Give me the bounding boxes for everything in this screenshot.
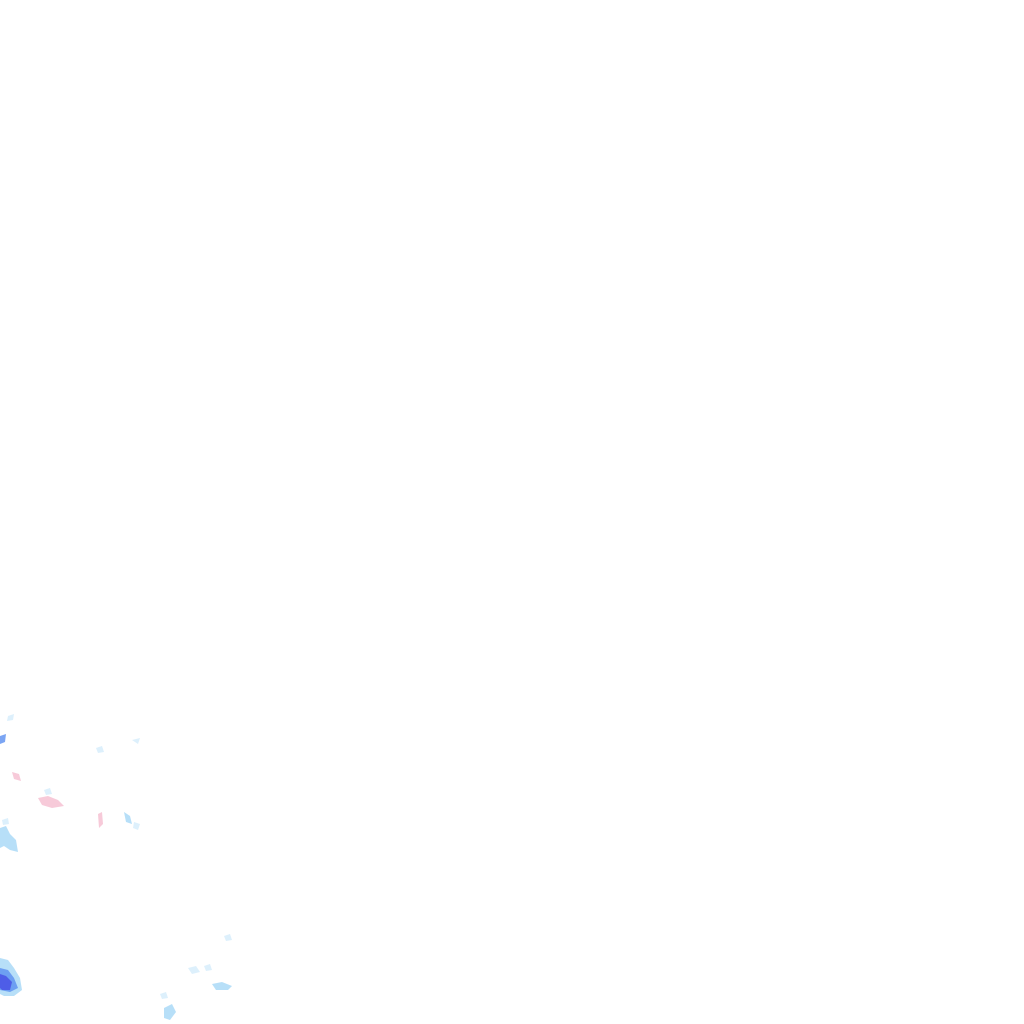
precip-cell — [164, 1004, 176, 1020]
precip-cell — [96, 746, 104, 753]
precip-cell — [188, 966, 200, 974]
precip-cell — [224, 934, 232, 941]
precip-cell — [212, 982, 232, 990]
precip-cell — [44, 788, 52, 795]
precip-cell — [124, 812, 132, 824]
precip-cell — [2, 818, 9, 825]
precip-cell — [133, 822, 140, 830]
precip-cell — [132, 738, 140, 744]
precip-cell — [7, 714, 14, 721]
precip-cell — [0, 826, 18, 852]
precip-cell — [98, 812, 103, 828]
precip-cell — [38, 796, 64, 808]
precip-cell — [0, 974, 12, 990]
precip-cell — [0, 734, 6, 744]
precip-cell — [204, 964, 212, 971]
precip-cell — [160, 992, 168, 999]
precip-cell — [12, 772, 21, 781]
